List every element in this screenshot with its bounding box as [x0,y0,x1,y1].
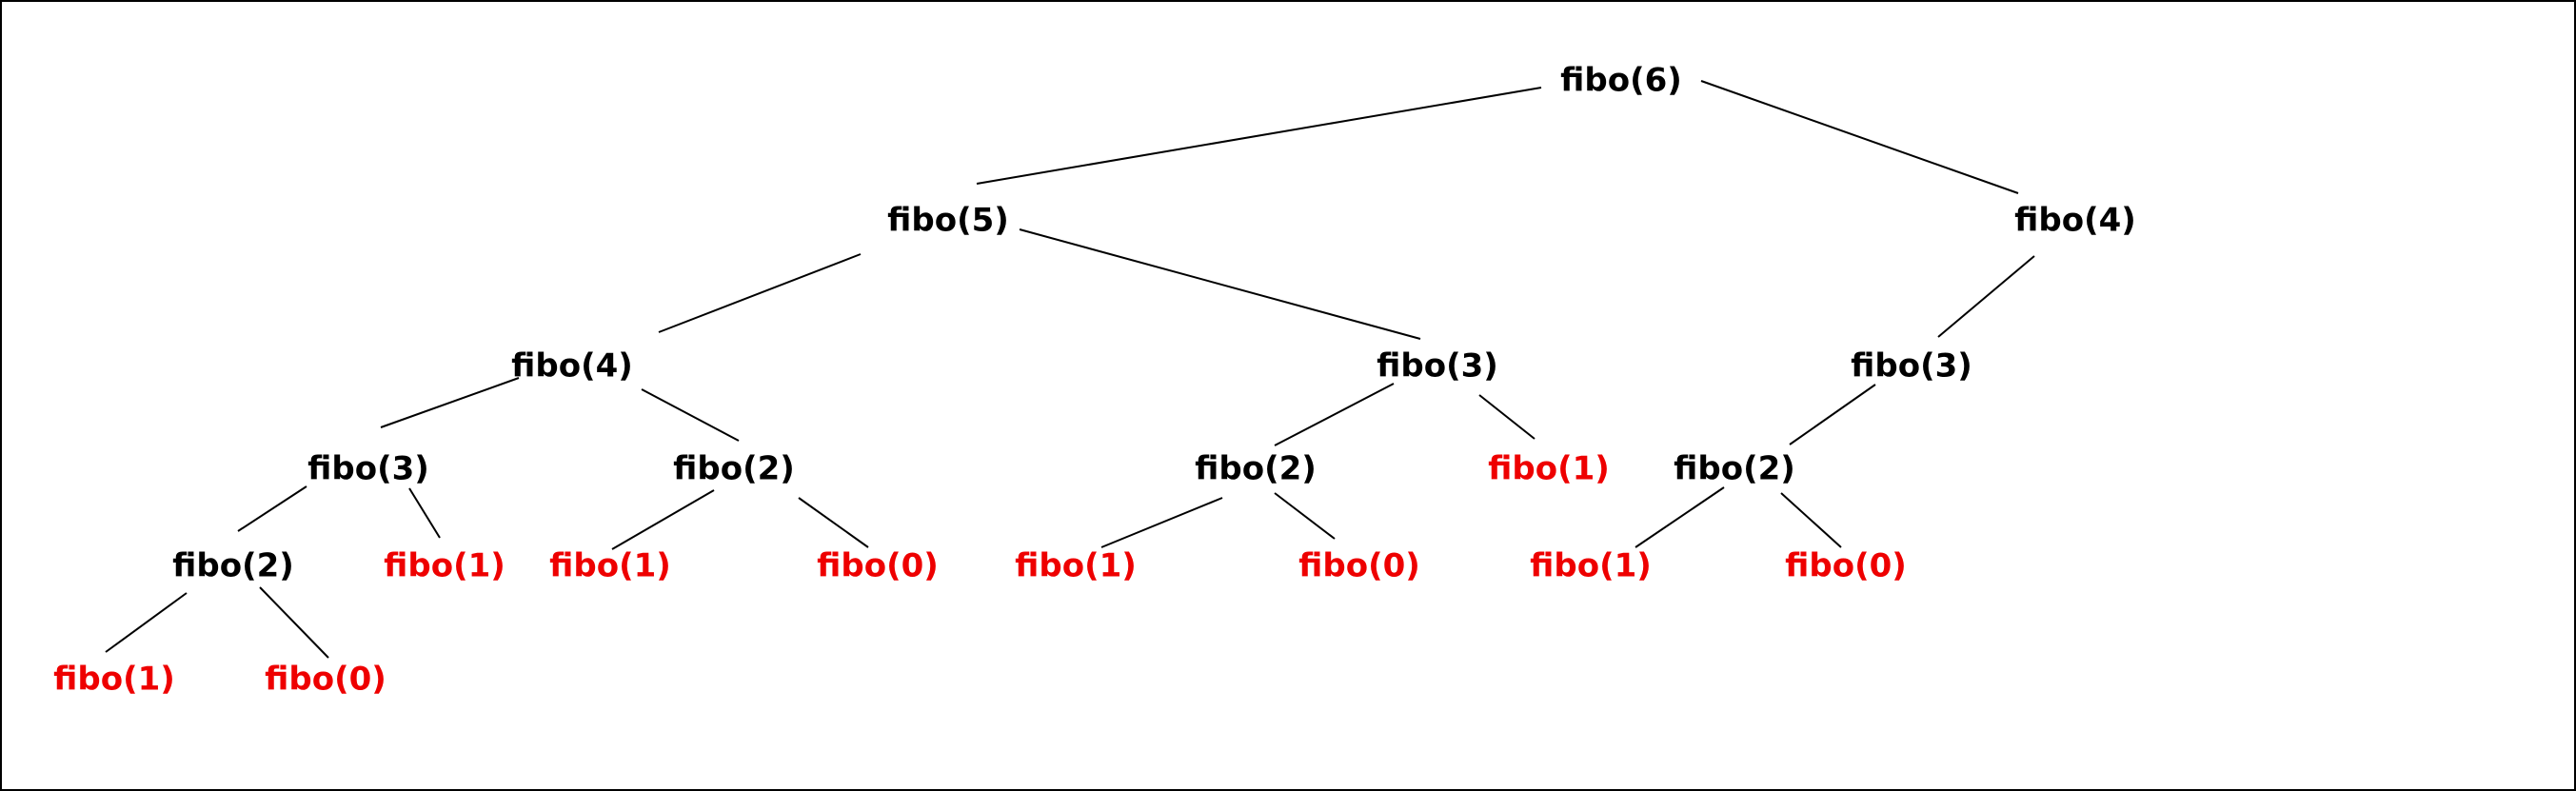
call-node-n3l: fibo(3) [307,450,429,488]
edge-n3r-n2d [1789,384,1876,445]
edge-n2c-n1d [1100,497,1223,548]
call-node-n6: fibo(6) [1560,62,1682,100]
edge-n3l-n1b [408,487,441,539]
call-node-n4r: fibo(4) [2014,202,2136,240]
leaf-node-n0d: fibo(0) [1298,547,1420,585]
edge-n4-n2b [641,388,740,442]
call-node-n2a: fibo(2) [172,547,294,585]
call-node-n4: fibo(4) [511,347,633,386]
edge-n3m-n1a [1478,394,1536,440]
edge-n5-n4 [658,253,862,333]
leaf-node-n1a: fibo(1) [1488,450,1610,488]
edge-n4r-n3r [1937,255,2035,338]
leaf-node-n0c: fibo(0) [817,547,939,585]
leaf-node-n1d: fibo(1) [1015,547,1137,585]
call-node-n3r: fibo(3) [1851,347,1972,386]
edge-n2a-n1g [105,592,188,653]
edge-n3m-n2c [1274,383,1395,446]
call-node-n2c: fibo(2) [1195,450,1317,488]
call-node-n5: fibo(5) [887,202,1009,240]
edge-n2c-n0d [1274,492,1336,540]
edge-n2b-n1c [611,489,715,550]
edges-layer [105,80,2035,659]
edge-n2a-n0g [259,586,329,659]
nodes-layer: fibo(6) fibo(5) fibo(4) fibo(4) fibo(3) fibo(… [53,62,2136,699]
leaf-node-n1g: fibo(1) [53,661,175,699]
leaf-node-n0g: fibo(0) [265,661,386,699]
call-node-n2b: fibo(2) [673,450,795,488]
edge-n4-n3l [380,377,520,428]
edge-n2b-n0c [798,497,869,548]
edge-n2d-n1e [1635,486,1725,548]
leaf-node-n1b: fibo(1) [384,547,505,585]
leaf-node-n0e: fibo(0) [1785,547,1907,585]
edge-n6-n5 [976,87,1542,185]
edge-n2d-n0e [1780,492,1842,548]
call-node-n2d: fibo(2) [1674,450,1795,488]
call-node-n3m: fibo(3) [1377,347,1498,386]
leaf-node-n1c: fibo(1) [549,547,671,585]
edge-n6-n4r [1700,80,2019,194]
edge-n3l-n2a [237,485,307,532]
edge-n5-n3m [1019,228,1421,340]
leaf-node-n1e: fibo(1) [1530,547,1652,585]
